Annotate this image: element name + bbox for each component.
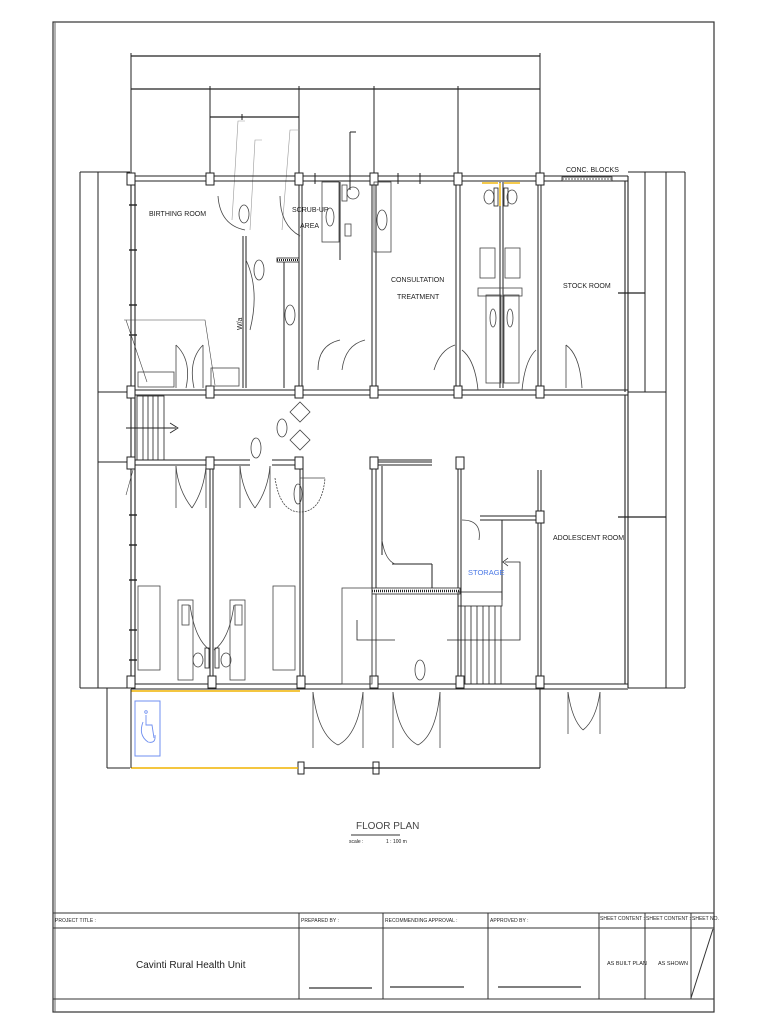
room-label-scrub-up-2: AREA	[300, 223, 319, 230]
fixtures	[137, 181, 523, 685]
leader-lines	[231, 120, 300, 231]
title-block	[52, 912, 715, 1000]
window-ticks-left	[129, 204, 137, 661]
hatched-wall	[276, 257, 461, 687]
sheet-content-value-2: AS SHOWN	[658, 961, 688, 967]
conc-blocks-hatch	[561, 176, 613, 182]
scale-value: 1 : 100 m	[386, 839, 407, 845]
leader-lines-birthing	[124, 319, 216, 496]
project-title-label: PROJECT TITLE :	[55, 918, 96, 924]
sheet-content-value-1: AS BUILT PLAN	[607, 961, 647, 967]
sheet-border	[52, 21, 715, 1013]
sheet-no-label: SHEET NO.	[692, 916, 719, 922]
room-label-stock: STOCK ROOM	[563, 283, 611, 290]
interior-walls	[209, 182, 542, 684]
stair-left	[126, 395, 179, 461]
project-title-value: Cavinti Rural Health Unit	[136, 960, 246, 971]
accent-lines	[131, 182, 520, 769]
prepared-by-label: PREPARED BY :	[301, 918, 339, 924]
sheet-content-label-2: SHEET CONTENT :	[646, 916, 691, 922]
exterior-walls	[130, 175, 629, 690]
scale-label: scale :	[349, 839, 363, 845]
columns	[126, 172, 545, 775]
room-label-birthing: BIRTHING ROOM	[149, 211, 206, 218]
recommending-approval-label: RECOMMENDING APPROVAL :	[385, 918, 458, 924]
approved-by-label: APPROVED BY :	[490, 918, 529, 924]
dimension-lines-right	[618, 171, 686, 689]
ramp-lines	[130, 689, 541, 769]
annotation-conc-blocks: CONC. BLOCKS	[566, 167, 619, 174]
sheet-content-label-1: SHEET CONTENT :	[600, 916, 645, 922]
room-label-consultation-2: TREATMENT	[397, 294, 440, 301]
window-ticks-top	[314, 173, 421, 184]
door-swings	[175, 195, 601, 748]
wheelchair-icon	[134, 700, 161, 757]
dimension-lines-left	[54, 22, 130, 1012]
dimension-lines-top	[130, 53, 541, 190]
room-label-adolescent: ADOLESCENT ROOM	[553, 535, 624, 542]
room-label-scrub-up-1: SCRUB-UP	[292, 207, 329, 214]
room-label-consultation-1: CONSULTATION	[391, 277, 444, 284]
stair-center	[356, 557, 521, 684]
plan-title: FLOOR PLAN	[356, 821, 419, 832]
wall-label: W/a	[237, 317, 244, 330]
room-label-storage: STORAGE	[468, 568, 505, 577]
